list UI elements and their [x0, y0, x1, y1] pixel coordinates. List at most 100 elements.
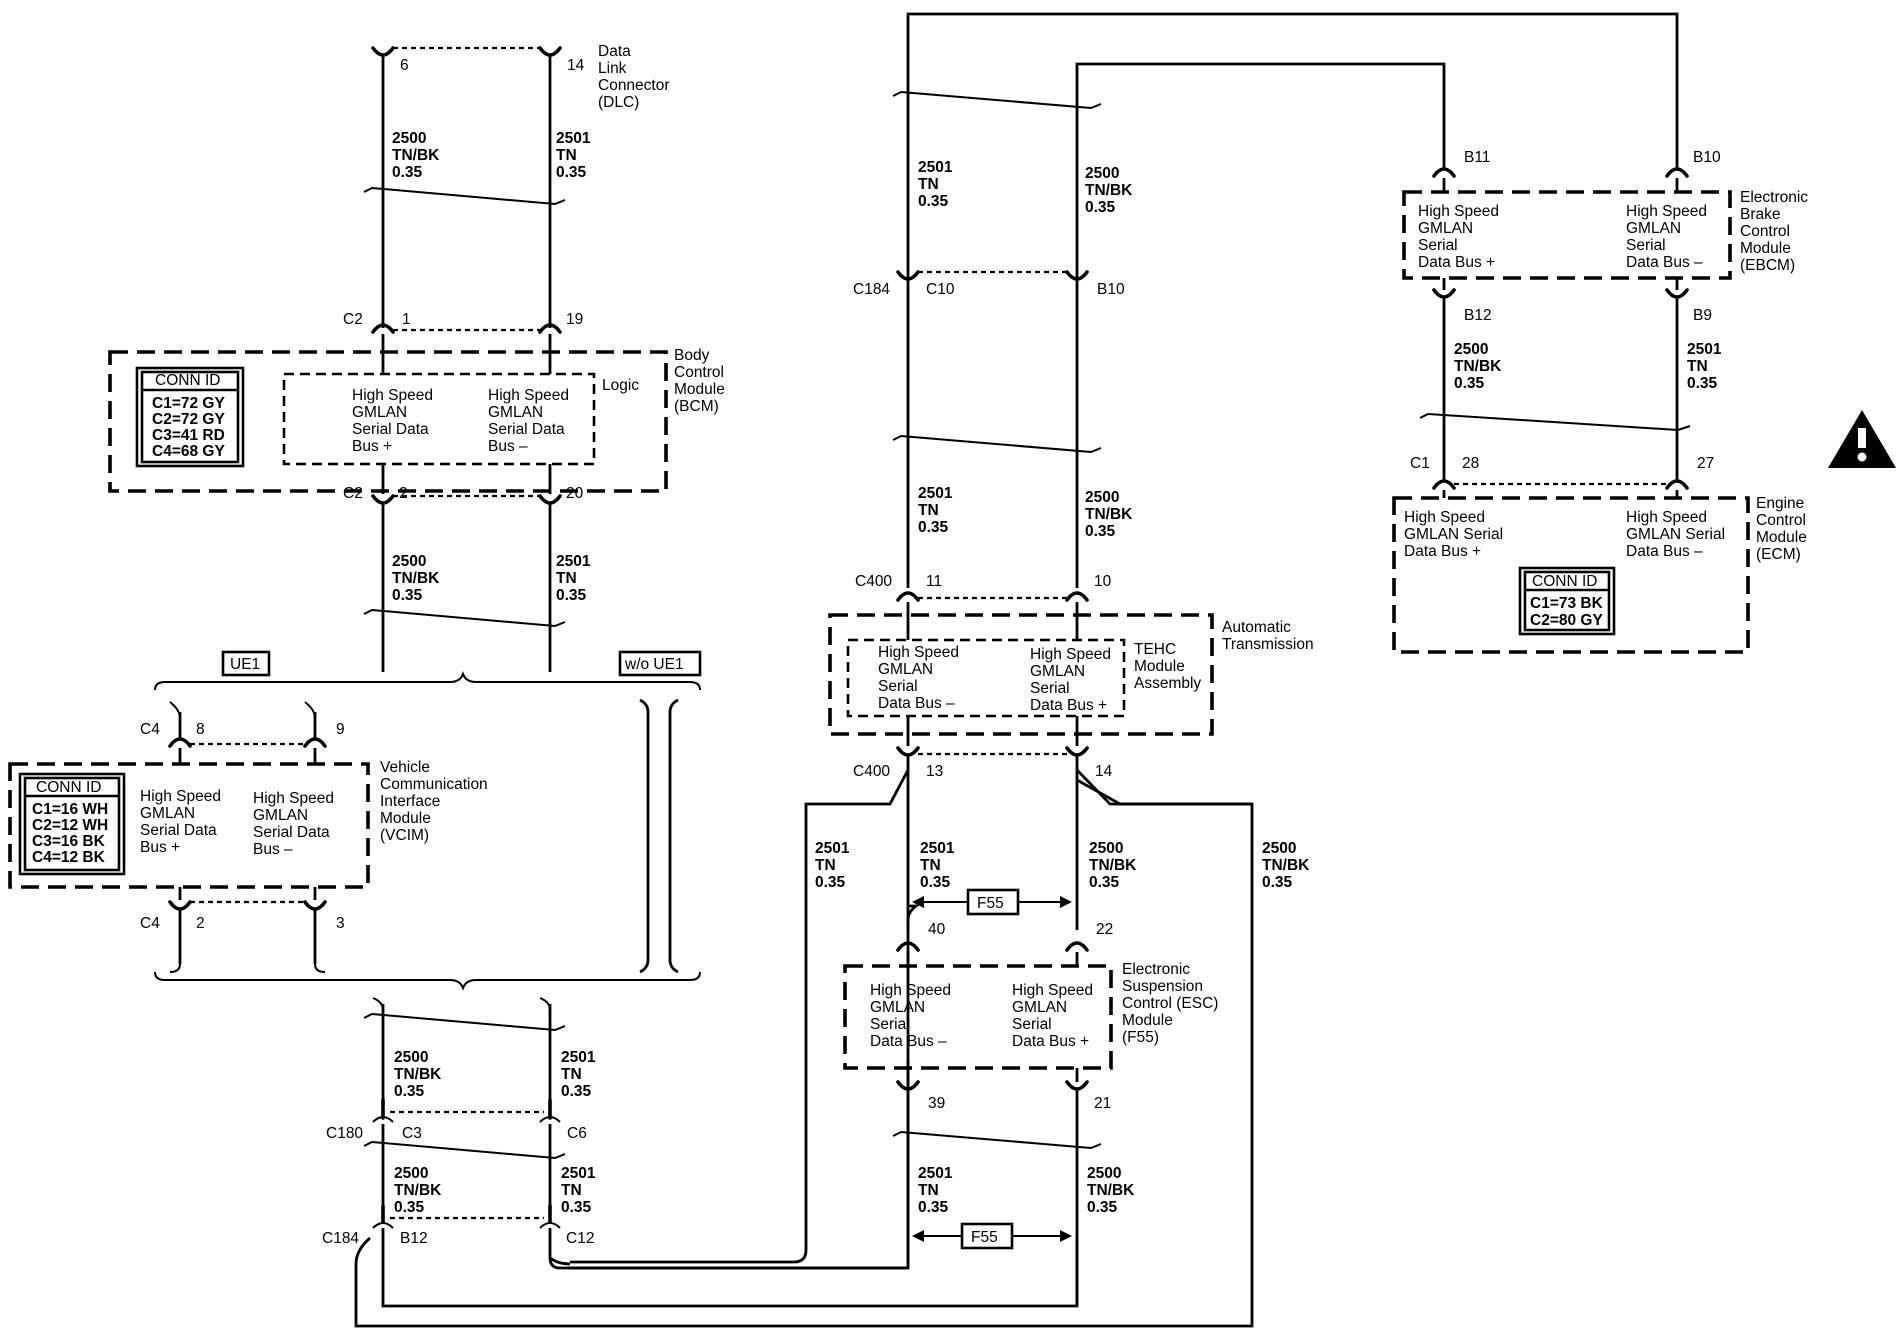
c400-top-connector: C400 — [855, 573, 892, 590]
c400-bottom-pin-1: 13 — [926, 763, 943, 780]
ebcm-top-pin-1: B11 — [1464, 149, 1490, 166]
vcim-bottom-connector: C4 — [140, 915, 160, 932]
wire-label-lower-left-a: 2500 TN/BK 0.35 — [394, 1049, 446, 1100]
vcim-top-pin-1: 8 — [196, 721, 205, 738]
tehc-bus-minus-label: High Speed GMLAN Serial Data Bus – — [878, 644, 963, 712]
bcm-bottom-pin-2: 20 — [566, 485, 584, 502]
bcm-bottom-connector: C2 — [343, 485, 363, 502]
dlc-pin-right: 14 — [567, 57, 585, 74]
wire-label-ebcm-right: 2501 TN 0.35 — [1687, 341, 1726, 392]
wire-label-lower-right-a: 2501 TN 0.35 — [561, 1049, 600, 1100]
warning-triangle-icon — [1828, 410, 1896, 468]
bcm-logic-label: Logic — [602, 377, 639, 394]
dlc-name: Data Link Connector (DLC) — [598, 43, 674, 111]
c184-upper-pin-2: B10 — [1097, 281, 1125, 298]
wire-label-dlc-left: 2500 TN/BK 0.35 — [392, 130, 444, 181]
vcim-bottom-pin-1: 2 — [196, 915, 205, 932]
dlc-pin-left: 6 — [400, 57, 409, 74]
esc-bus-plus-label: High Speed GMLAN Serial Data Bus + — [1012, 982, 1097, 1050]
bcm-bottom-pin-1: 2 — [399, 485, 408, 502]
wire-label-center-top-right: 2500 TN/BK 0.35 — [1085, 165, 1137, 216]
wire-label-bcm-below-left: 2500 TN/BK 0.35 — [392, 553, 444, 604]
wire-label-esc-left: 2501 TN 0.35 — [920, 840, 959, 891]
vcim-name: Vehicle Communication Interface Module (… — [380, 759, 492, 844]
wire-label-esc-below-right: 2500 TN/BK 0.35 — [1087, 1165, 1139, 1216]
esc-top-pin-2: 22 — [1096, 921, 1113, 938]
c180-pin-2: C6 — [567, 1125, 587, 1142]
ebcm-top-pin-2: B10 — [1693, 149, 1721, 166]
c184-lower-pin-1: B12 — [400, 1230, 428, 1247]
ebcm-bottom-pin-1: B12 — [1464, 307, 1492, 324]
wire-label-esc-right: 2500 TN/BK 0.35 — [1089, 840, 1141, 891]
esc-section-wiring: 2501 TN 0.35 2501 TN 0.35 2500 TN/BK 0.3… — [570, 756, 1314, 1264]
esc-bottom-pin-2: 21 — [1094, 1095, 1111, 1112]
option-label-ue1: UE1 — [230, 656, 260, 673]
vcim-conn-id-rows: C1=16 WH C2=12 WH C3=16 BK C4=12 BK — [32, 801, 113, 866]
esc-bus-minus-label: High Speed GMLAN Serial Data Bus – — [870, 982, 955, 1050]
esc-bottom-pin-1: 39 — [928, 1095, 945, 1112]
wire-label-esc-right-outer: 2500 TN/BK 0.35 — [1262, 840, 1314, 891]
vcim-conn-id-title: CONN ID — [36, 779, 101, 796]
wire-label-center-mid-right: 2500 TN/BK 0.35 — [1085, 489, 1137, 540]
ecm-module: C1 28 27 Engine Control Module (ECM) Hig… — [1392, 455, 1811, 654]
center-top-wiring: 2501 TN 0.35 2500 TN/BK 0.35 C184 C10 B1… — [853, 12, 1679, 588]
bcm-name: Body Control Module (BCM) — [674, 347, 729, 415]
ebcm-name: Electronic Brake Control Module (EBCM) — [1740, 189, 1812, 274]
dlc-section: 6 14 Data Link Connector (DLC) 2500 TN/B… — [363, 43, 674, 328]
ecm-pin-2: 27 — [1697, 455, 1714, 472]
c400-bottom-connector: C400 — [853, 763, 890, 780]
wire-label-esc-below-left: 2501 TN 0.35 — [918, 1165, 957, 1216]
wire-label-bcm-below-right: 2501 TN 0.35 — [556, 553, 595, 604]
vcim-top-pin-2: 9 — [336, 721, 345, 738]
option-label-f55-top: F55 — [977, 895, 1004, 912]
automatic-transmission-name: Automatic Transmission — [1222, 619, 1314, 653]
tehc-bus-plus-label: High Speed GMLAN Serial Data Bus + — [1030, 646, 1115, 714]
bcm-top-pin-2: 19 — [566, 311, 583, 328]
ecm-name: Engine Control Module (ECM) — [1756, 495, 1811, 563]
esc-name: Electronic Suspension Control (ESC) Modu… — [1122, 961, 1223, 1046]
ecm-bus-plus-label: High Speed GMLAN Serial Data Bus + — [1404, 509, 1507, 560]
wire-label-ebcm-left: 2500 TN/BK 0.35 — [1454, 341, 1506, 392]
wire-label-center-top-left: 2501 TN 0.35 — [918, 159, 957, 210]
bcm-conn-id-rows: C1=72 GY C2=72 GY C3=41 RD C4=68 GY — [152, 395, 229, 460]
option-label-f55-bottom: F55 — [971, 1229, 998, 1246]
ebcm-bus-plus-label: High Speed GMLAN Serial Data Bus + — [1418, 203, 1503, 271]
c184-lower-connector: C184 — [322, 1230, 359, 1247]
ebcm-module: B11 B10 Electronic Brake Control Module … — [1402, 149, 1812, 480]
wire-label-center-mid-left: 2501 TN 0.35 — [918, 485, 957, 536]
ecm-conn-id-table: CONN ID C1=73 BK C2=80 GY — [1518, 566, 1616, 636]
option-label-without-ue1: w/o UE1 — [624, 656, 684, 673]
vcim-bus-plus-label: High Speed GMLAN Serial Data Bus + — [140, 788, 225, 856]
c180-pin-1: C3 — [402, 1125, 422, 1142]
bcm-top-pin-1: 1 — [402, 311, 411, 328]
c400-top-pin-1: 11 — [926, 573, 942, 590]
c184-upper-pin-1: C10 — [926, 281, 955, 298]
c184-lower-pin-2: C12 — [566, 1230, 594, 1247]
ebcm-bus-minus-label: High Speed GMLAN Serial Data Bus – — [1626, 203, 1711, 271]
wire-label-lower-right-b: 2501 TN 0.35 — [561, 1165, 600, 1216]
vcim-bottom-pin-2: 3 — [336, 915, 345, 932]
wire-label-dlc-right: 2501 TN 0.35 — [556, 130, 595, 181]
bcm-conn-id-table: CONN ID C1=72 GY C2=72 GY C3=41 RD C4=68… — [135, 366, 245, 468]
wire-label-lower-left-b: 2500 TN/BK 0.35 — [394, 1165, 446, 1216]
c180-connector: C180 — [326, 1125, 363, 1142]
bcm-conn-id-title: CONN ID — [155, 372, 220, 389]
ecm-conn-id-title: CONN ID — [1532, 573, 1597, 590]
ebcm-bottom-pin-2: B9 — [1693, 307, 1712, 324]
ecm-pin-1: 28 — [1462, 455, 1479, 472]
vcim-module: C4 8 9 Vehicle Communication Interface M… — [8, 701, 492, 973]
c400-top-pin-2: 10 — [1094, 573, 1112, 590]
bcm-module: C2 1 19 Logic Body Control Module (BCM) … — [108, 311, 729, 672]
vcim-top-connector: C4 — [140, 721, 160, 738]
tehc-module: C400 11 10 Automatic Transmission TEHC M… — [828, 573, 1314, 780]
vcim-bus-minus-label: High Speed GMLAN Serial Data Bus – — [253, 790, 338, 858]
bcm-top-connector: C2 — [343, 311, 363, 328]
c400-bottom-pin-2: 14 — [1095, 763, 1113, 780]
option-bracket: UE1 w/o UE1 — [154, 650, 702, 991]
c184-upper-connector: C184 — [853, 281, 890, 298]
wire-label-esc-left-outer: 2501 TN 0.35 — [815, 840, 854, 891]
esc-top-pin-1: 40 — [928, 921, 946, 938]
ecm-conn-id-rows: C1=73 BK C2=80 GY — [1530, 595, 1607, 629]
lower-left-wiring: 2500 TN/BK 0.35 2501 TN 0.35 C180 C3 C6 … — [322, 997, 600, 1247]
